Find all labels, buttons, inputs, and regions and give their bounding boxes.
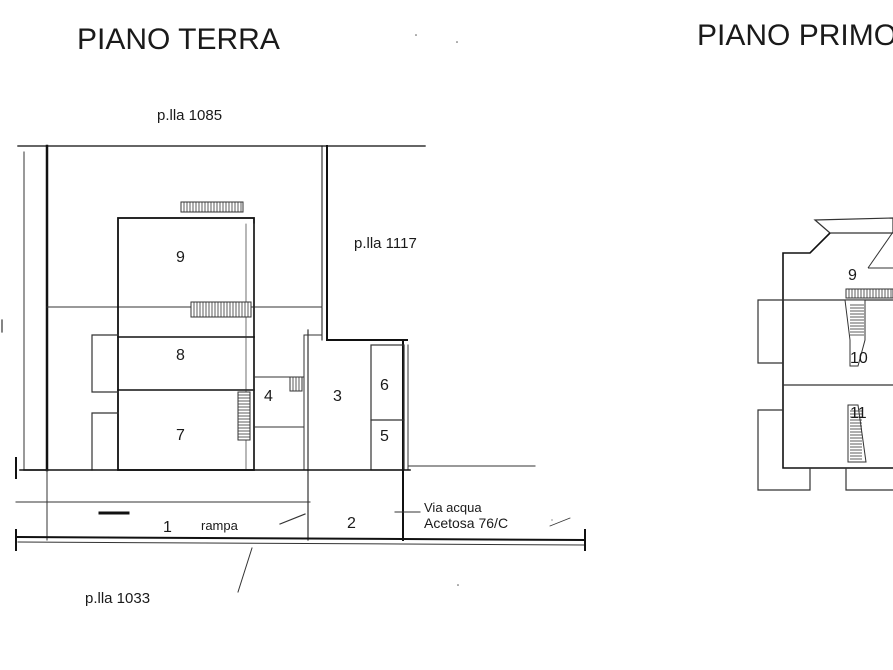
address-line-1: Via acqua	[424, 500, 482, 515]
room-6-label: 6	[380, 377, 389, 394]
room-3-label: 3	[333, 388, 342, 405]
room-2-label: 2	[347, 515, 356, 532]
address-line-2: Acetosa 76/C	[424, 515, 508, 531]
room-1-label: 1	[163, 519, 172, 536]
parcel-south-label: p.lla 1033	[85, 590, 150, 607]
ramp-label: rampa	[201, 518, 239, 533]
first-floor-room-11-label: 11	[850, 405, 867, 422]
room-8-label: 8	[176, 347, 185, 364]
room-9-label: 9	[176, 249, 185, 266]
room-4-label: 4	[264, 388, 273, 405]
ground-floor-walls	[1, 144, 587, 593]
ground-floor-title: PIANO TERRA	[77, 23, 280, 56]
first-floor-walls	[757, 217, 893, 491]
room-5-label: 5	[380, 428, 389, 445]
ground-floor-stair-symbols	[180, 201, 303, 441]
scan-noise	[415, 34, 553, 586]
room-7-label: 7	[176, 427, 185, 444]
parcel-east-label: p.lla 1117	[354, 235, 417, 252]
first-floor-title: PIANO PRIMO	[697, 19, 893, 52]
first-floor-room-10-label: 10	[850, 350, 868, 367]
first-floor-room-9-label: 9	[848, 267, 857, 284]
parcel-north-label: p.lla 1085	[157, 107, 222, 124]
